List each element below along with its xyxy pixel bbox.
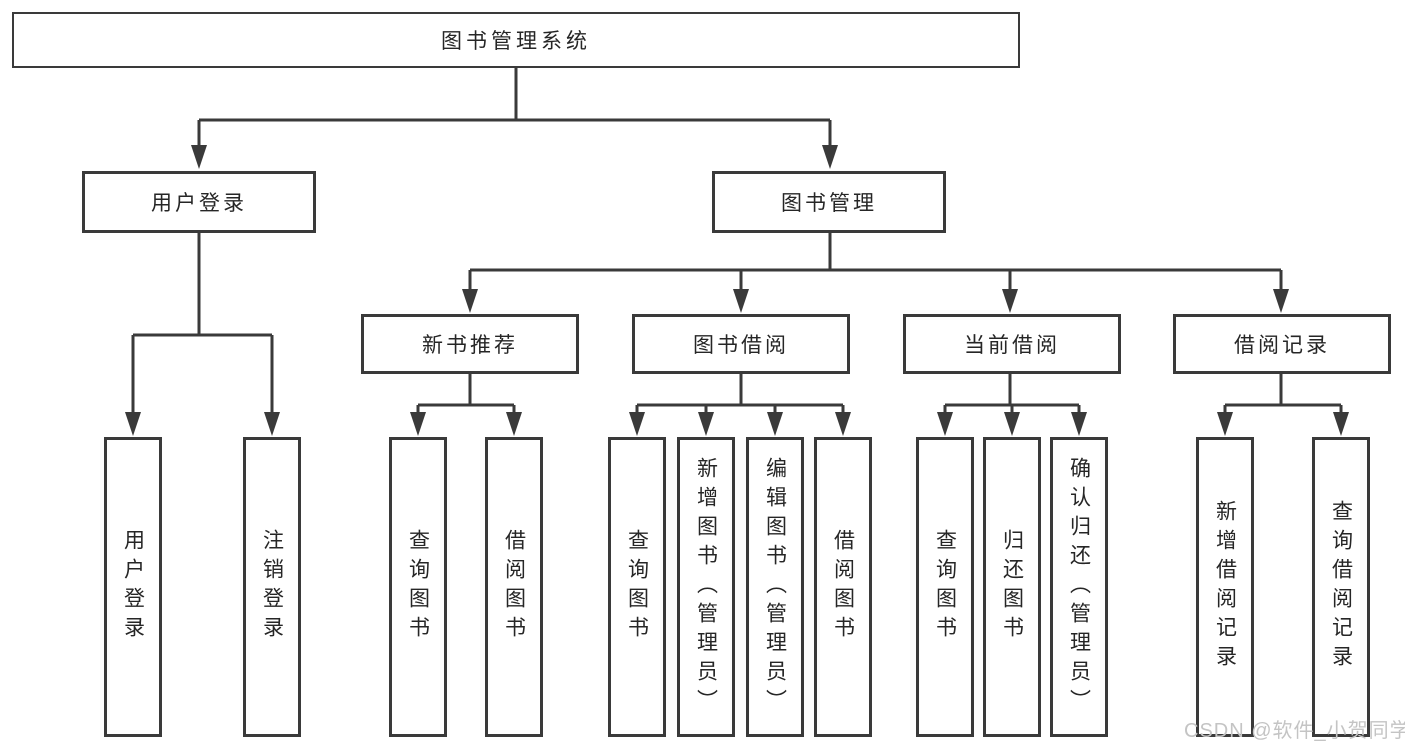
node-book-management: 图书管理 <box>712 171 946 233</box>
leaf-borrow-book: 借阅图书 <box>814 437 872 737</box>
leaf-recommend-borrow-book: 借阅图书 <box>485 437 543 737</box>
leaf-borrow-query-book: 查询图书 <box>608 437 666 737</box>
leaf-user-login: 用户登录 <box>104 437 162 737</box>
leaf-query-borrow-record: 查询借阅记录 <box>1312 437 1370 737</box>
leaf-add-borrow-record: 新增借阅记录 <box>1196 437 1254 737</box>
leaf-confirm-return-admin: 确认归还（管理员） <box>1050 437 1108 737</box>
csdn-watermark: CSDN @软件_小贺同学 <box>1184 720 1405 742</box>
node-borrow-records: 借阅记录 <box>1173 314 1391 374</box>
node-new-book-recommend: 新书推荐 <box>361 314 579 374</box>
node-book-borrow: 图书借阅 <box>632 314 850 374</box>
leaf-add-book-admin: 新增图书（管理员） <box>677 437 735 737</box>
leaf-current-query-book: 查询图书 <box>916 437 974 737</box>
node-current-borrow: 当前借阅 <box>903 314 1121 374</box>
node-user-login: 用户登录 <box>82 171 316 233</box>
leaf-edit-book-admin: 编辑图书（管理员） <box>746 437 804 737</box>
leaf-return-book: 归还图书 <box>983 437 1041 737</box>
leaf-recommend-query-book: 查询图书 <box>389 437 447 737</box>
node-library-management-system: 图书管理系统 <box>12 12 1020 68</box>
leaf-logout: 注销登录 <box>243 437 301 737</box>
